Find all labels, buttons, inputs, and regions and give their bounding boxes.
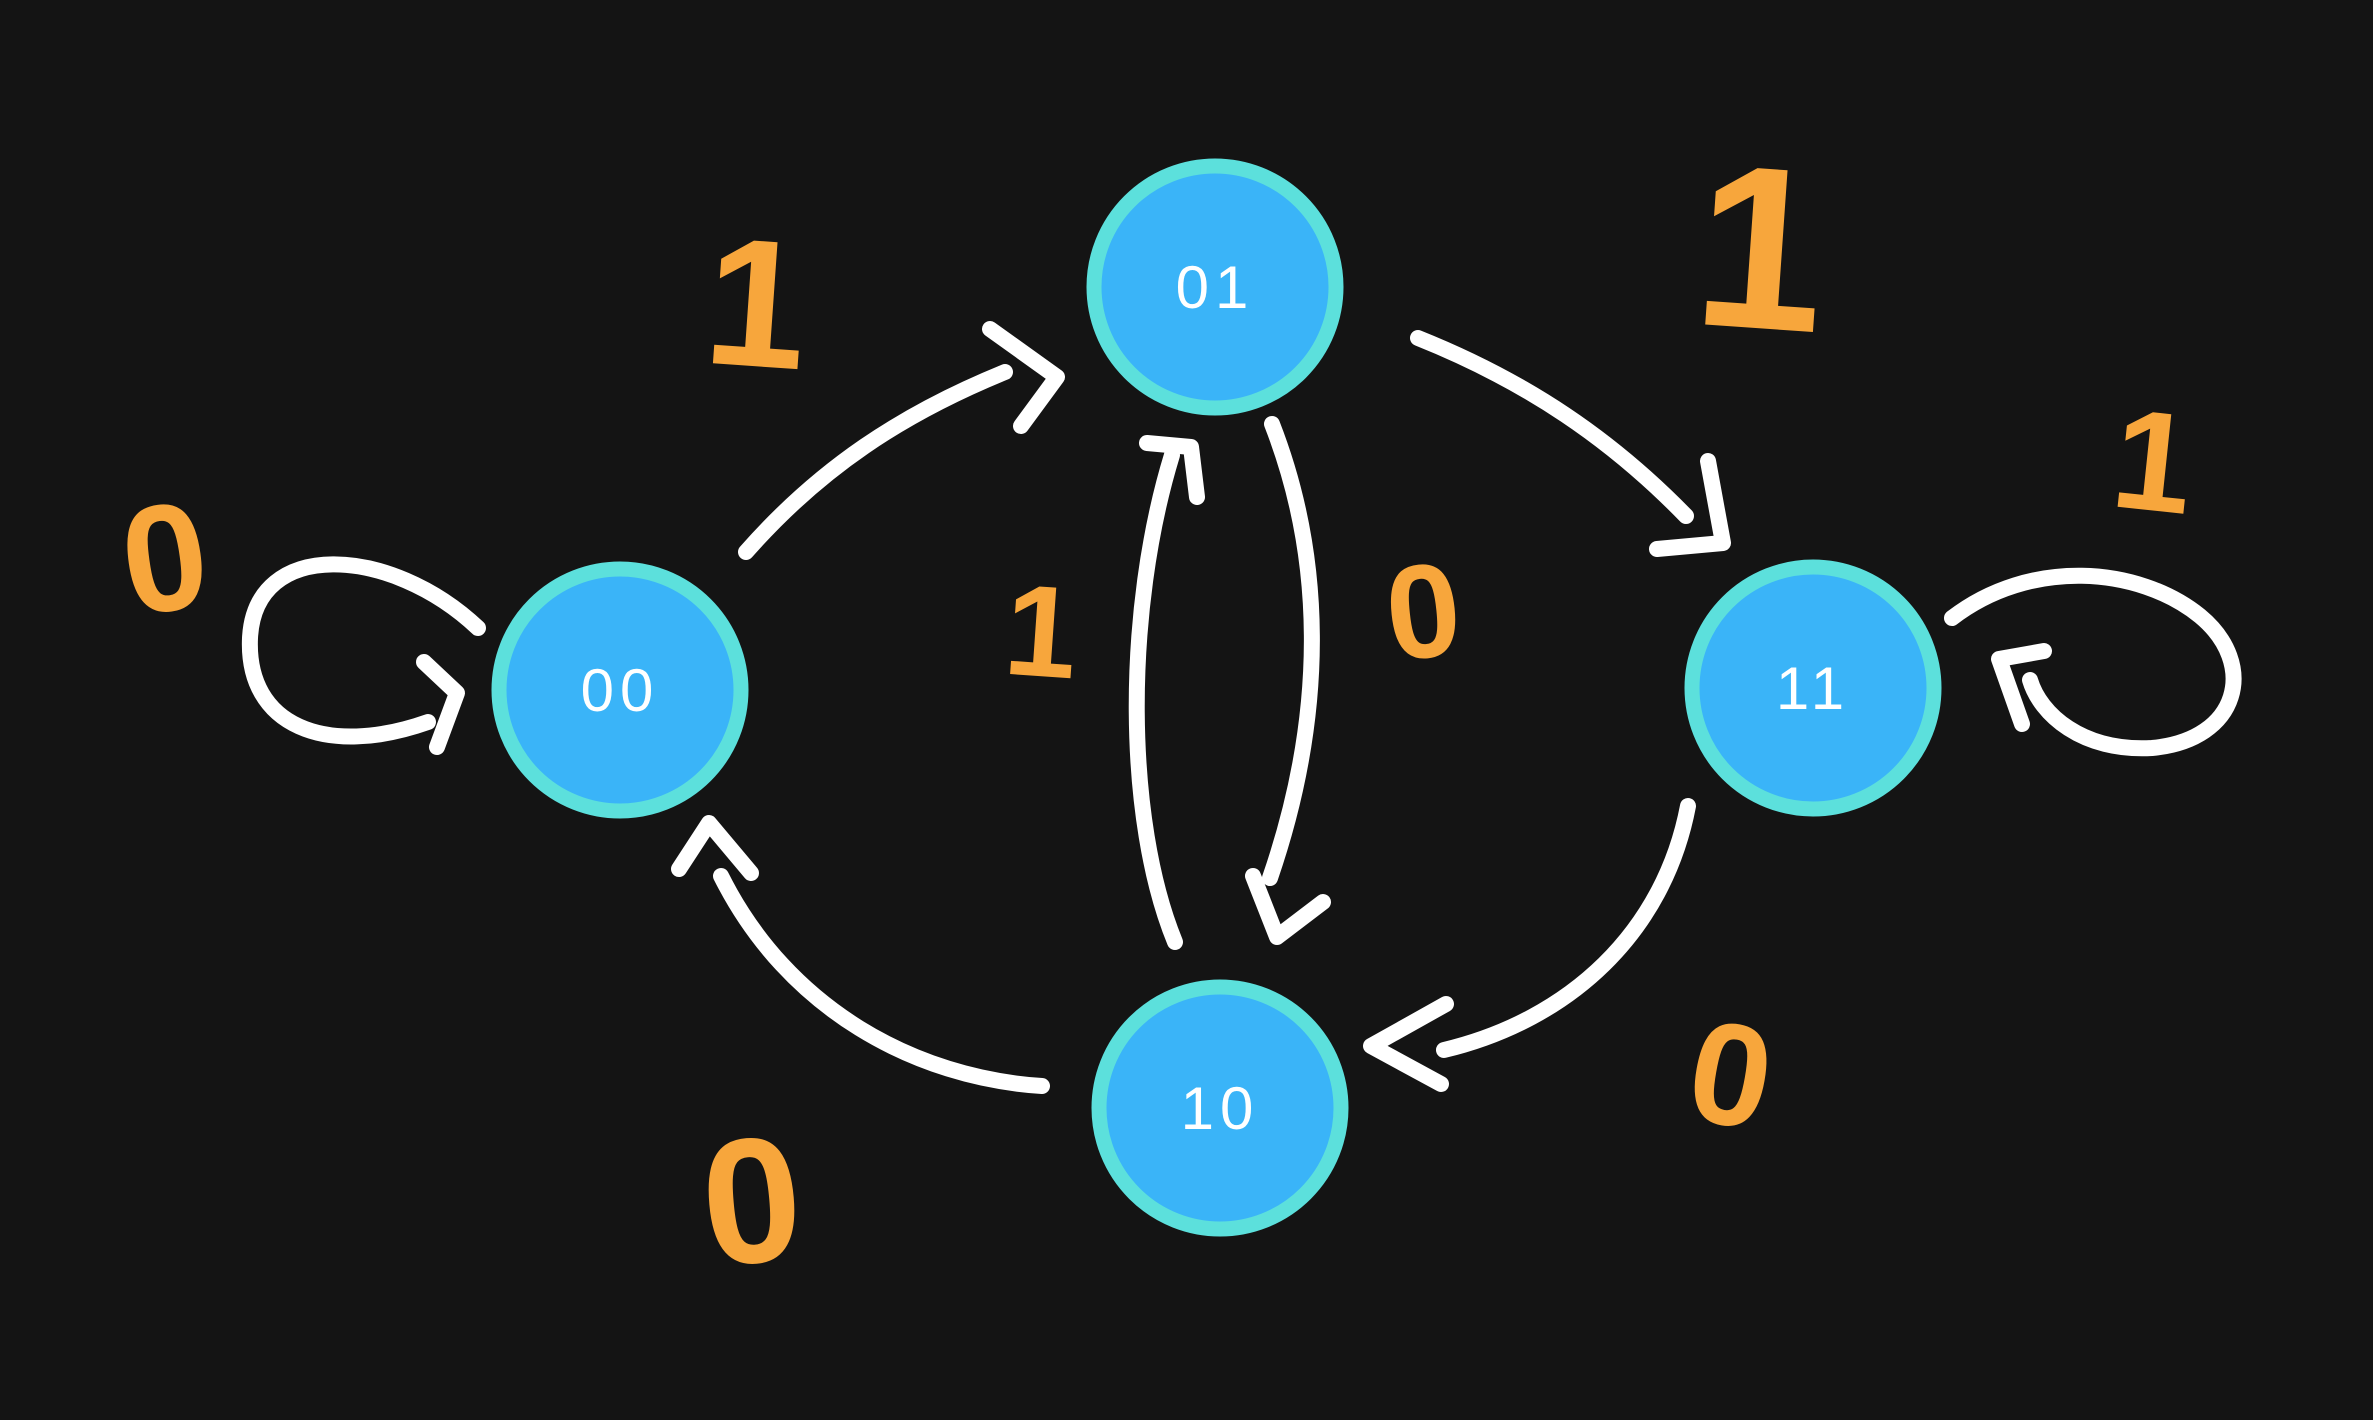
- transition-label-01-to-11: 1: [1687, 115, 1834, 382]
- arrow-shaft: [1944, 567, 2242, 757]
- state-label-01: 01: [1176, 254, 1255, 321]
- arrowhead-icon: [1991, 643, 2052, 732]
- arrowhead-icon: [1649, 453, 1731, 557]
- transition-label-11-to-11: 1: [2105, 379, 2200, 545]
- state-node-11[interactable]: 11: [1684, 559, 1942, 817]
- transition-label-01-to-10: 0: [1379, 535, 1468, 690]
- arrow-shaft: [713, 868, 1050, 1094]
- arrow-shaft: [1410, 330, 1694, 524]
- transition-arrow-11-to-10: [1363, 798, 1696, 1092]
- transition-arrow-11-to-11: [1944, 567, 2242, 757]
- arrowhead-icon: [982, 321, 1065, 434]
- transition-arrow-00-to-01: [738, 321, 1065, 560]
- transition-arrow-00-to-00: [241, 556, 486, 755]
- transition-arrow-01-to-11: [1410, 330, 1731, 557]
- transition-arrow-10-to-01: [1128, 435, 1205, 950]
- arrowhead-icon: [671, 815, 759, 881]
- state-circle-11[interactable]: [1684, 559, 1942, 817]
- arrow-shaft: [241, 556, 486, 745]
- state-node-00[interactable]: 00: [491, 561, 749, 819]
- state-label-11: 11: [1776, 655, 1850, 722]
- state-circle-10[interactable]: [1091, 979, 1349, 1237]
- arrowhead-icon: [1363, 996, 1454, 1092]
- arrow-shaft: [1262, 416, 1320, 886]
- state-circle-01[interactable]: [1086, 158, 1344, 416]
- state-node-01[interactable]: 01: [1086, 158, 1344, 416]
- arrow-shaft: [738, 364, 1013, 560]
- transition-label-10-to-01: 1: [1000, 556, 1082, 707]
- transition-label-10-to-00: 0: [694, 1097, 810, 1304]
- arrowhead-icon: [1139, 435, 1205, 505]
- transition-arrow-01-to-10: [1245, 416, 1331, 945]
- arrow-shaft: [1128, 447, 1183, 950]
- state-label-10: 10: [1181, 1075, 1260, 1142]
- arrowhead-icon: [416, 654, 465, 755]
- state-node-10[interactable]: 10: [1091, 979, 1349, 1237]
- arrowhead-icon: [1245, 868, 1331, 945]
- state-label-00: 00: [581, 657, 660, 724]
- state-circle-00[interactable]: [491, 561, 749, 819]
- transition-label-00-to-01: 1: [699, 198, 814, 409]
- transition-arrow-10-to-00: [671, 815, 1050, 1094]
- arrow-shaft: [1436, 798, 1696, 1058]
